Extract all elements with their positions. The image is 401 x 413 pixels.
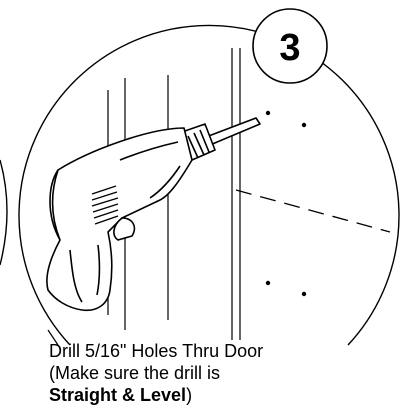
caption-leader bbox=[47, 329, 59, 346]
instruction-caption: Drill 5/16" Holes Thru Door (Make sure t… bbox=[49, 340, 263, 406]
hole-markers bbox=[265, 110, 307, 297]
instruction-ampersand: & bbox=[117, 385, 141, 405]
power-drill-icon bbox=[46, 117, 261, 312]
step-number: 3 bbox=[279, 27, 300, 69]
adjacent-detail-circle bbox=[0, 159, 8, 266]
instruction-straight: Straight bbox=[49, 385, 118, 405]
detail-circle bbox=[18, 24, 400, 346]
instruction-line-1: Drill 5/16" Holes Thru Door bbox=[49, 341, 264, 361]
instruction-level: Level bbox=[140, 385, 187, 405]
instruction-line-3: Straight & Level) bbox=[49, 384, 263, 406]
instruction-line-2: (Make sure the drill is bbox=[49, 363, 221, 383]
step-number-circle bbox=[252, 8, 328, 84]
instruction-close-paren: ) bbox=[186, 385, 193, 405]
dashed-reference-line bbox=[235, 189, 391, 233]
